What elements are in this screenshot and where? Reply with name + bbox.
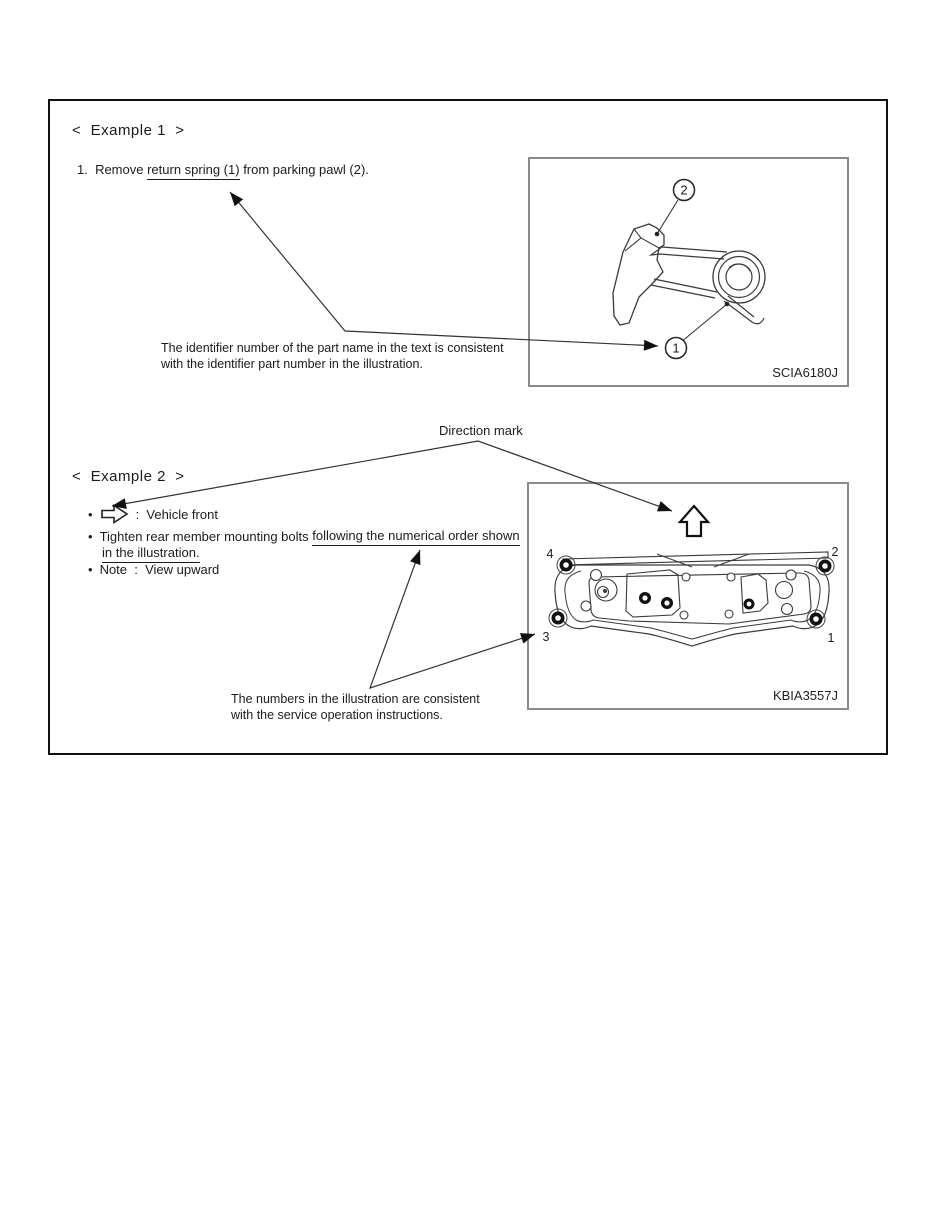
example2-heading: < Example 2 > <box>72 468 185 485</box>
right-sub-panel <box>740 573 769 614</box>
bolt-number-top-left: 4 <box>547 547 554 561</box>
rear-member-drawing: 4 2 3 1 <box>543 504 839 647</box>
vehicle-front-arrow-icon <box>100 504 129 524</box>
bolt-number-bottom-left: 3 <box>543 630 550 644</box>
figure-parking-pawl: 2 1 SCIA6180J <box>528 157 849 387</box>
step-instruction: 1. Remove return spring (1) from parking… <box>77 162 369 180</box>
corner-bolts <box>548 555 835 629</box>
note-label: Note : View upward <box>99 562 220 577</box>
content-border-box: < Example 1 > 1. Remove return spring (1… <box>48 99 888 755</box>
bullet-marker: • <box>88 529 93 545</box>
left-sub-panel <box>625 569 681 618</box>
bullet-note: • Note : View upward <box>88 562 219 577</box>
callout-2-circle <box>672 178 696 202</box>
spring-lower-arm <box>650 278 718 299</box>
bullet-vehicle-front: • : Vehicle front <box>88 504 218 524</box>
right-panel-bolt <box>743 598 755 610</box>
direction-up-arrow-icon <box>677 504 711 538</box>
example1-caption-line1: The identifier number of the part name i… <box>161 341 504 355</box>
figure2-code-label: KBIA3557J <box>772 688 838 703</box>
figure-rear-member: 4 2 3 1 KBIA3557J <box>527 482 849 710</box>
bolt-number-bottom-right: 1 <box>828 631 835 645</box>
bolt-number-top-right: 2 <box>832 545 839 559</box>
step-prefix: 1. Remove <box>77 162 148 177</box>
member-top-crease <box>656 553 750 568</box>
callout-1-number: 1 <box>672 341 679 356</box>
bullet-tighten-bolts-line2: in the illustration. <box>102 545 200 563</box>
step-underlined-part: return spring (1) <box>147 162 240 180</box>
parking-pawl-drawing: 2 1 <box>612 178 766 360</box>
spring-hole-arc <box>728 263 751 272</box>
example2-caption-line1: The numbers in the illustration are cons… <box>231 692 480 706</box>
cone-joint <box>594 578 618 602</box>
callout-1-circle <box>664 336 688 360</box>
spring-tail-hook <box>723 295 765 325</box>
vehicle-front-label: : Vehicle front <box>135 506 218 522</box>
callout-2-dot <box>654 231 660 237</box>
example1-caption-line2: with the identifier part number in the i… <box>161 357 423 371</box>
callout-1-dot <box>724 301 730 307</box>
example2-caption: The numbers in the illustration are cons… <box>231 691 480 723</box>
spring-upper-arm <box>648 246 728 260</box>
bullet-marker: • <box>88 506 93 522</box>
bolts-underlined-1: following the numerical order shown <box>312 528 520 546</box>
callout-2-number: 2 <box>680 183 687 198</box>
callout-2-leader <box>656 199 679 235</box>
example1-caption: The identifier number of the part name i… <box>161 340 504 372</box>
member-inner-panel <box>588 572 812 625</box>
bolts-text-prefix: Tighten rear member mounting bolts <box>99 529 313 545</box>
member-inner-contour <box>564 570 821 640</box>
member-holes <box>580 568 797 620</box>
bullet-marker: • <box>88 562 93 577</box>
direction-mark-label: Direction mark <box>439 423 523 438</box>
example1-heading: < Example 1 > <box>72 122 185 139</box>
member-top-bar <box>562 551 829 566</box>
callout-1-leader <box>683 303 728 341</box>
step-suffix: from parking pawl (2). <box>239 162 369 177</box>
pawl-outline <box>612 223 665 326</box>
bolts-underlined-2: in the illustration. <box>102 545 200 563</box>
member-outer-contour <box>554 564 830 647</box>
left-panel-bolts <box>639 592 673 609</box>
example2-caption-line2: with the service operation instructions. <box>231 708 443 722</box>
figure1-code-label: SCIA6180J <box>772 365 838 380</box>
bullet-tighten-bolts-line1: • Tighten rear member mounting bolts fol… <box>88 528 520 546</box>
